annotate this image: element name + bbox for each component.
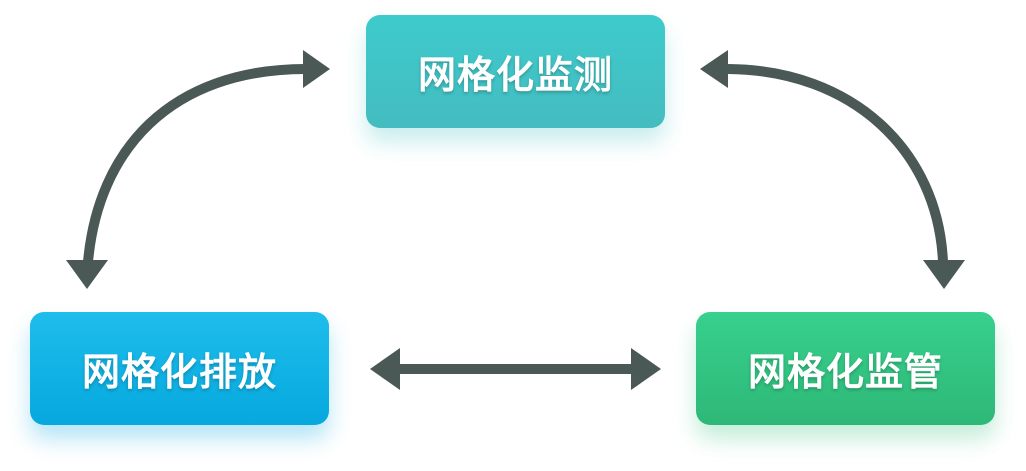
node-grid-monitoring: 网格化监测 (366, 15, 665, 128)
node-label: 网格化监测 (417, 53, 613, 97)
arrowhead-line-right (631, 348, 661, 390)
node-grid-emission: 网格化排放 (30, 312, 329, 425)
arrowhead-to-supervision (923, 260, 965, 289)
arrowhead-to-emission (66, 260, 108, 289)
node-label: 网格化排放 (81, 350, 277, 394)
node-grid-supervision: 网格化监管 (696, 312, 995, 425)
arrowhead-to-monitor-left (303, 50, 330, 88)
node-label: 网格化监管 (747, 350, 943, 394)
arc-monitor-emission (83, 64, 307, 263)
arrowhead-line-left (370, 348, 400, 390)
arc-monitor-supervision (727, 64, 948, 263)
arrowhead-to-monitor-right (700, 50, 728, 88)
